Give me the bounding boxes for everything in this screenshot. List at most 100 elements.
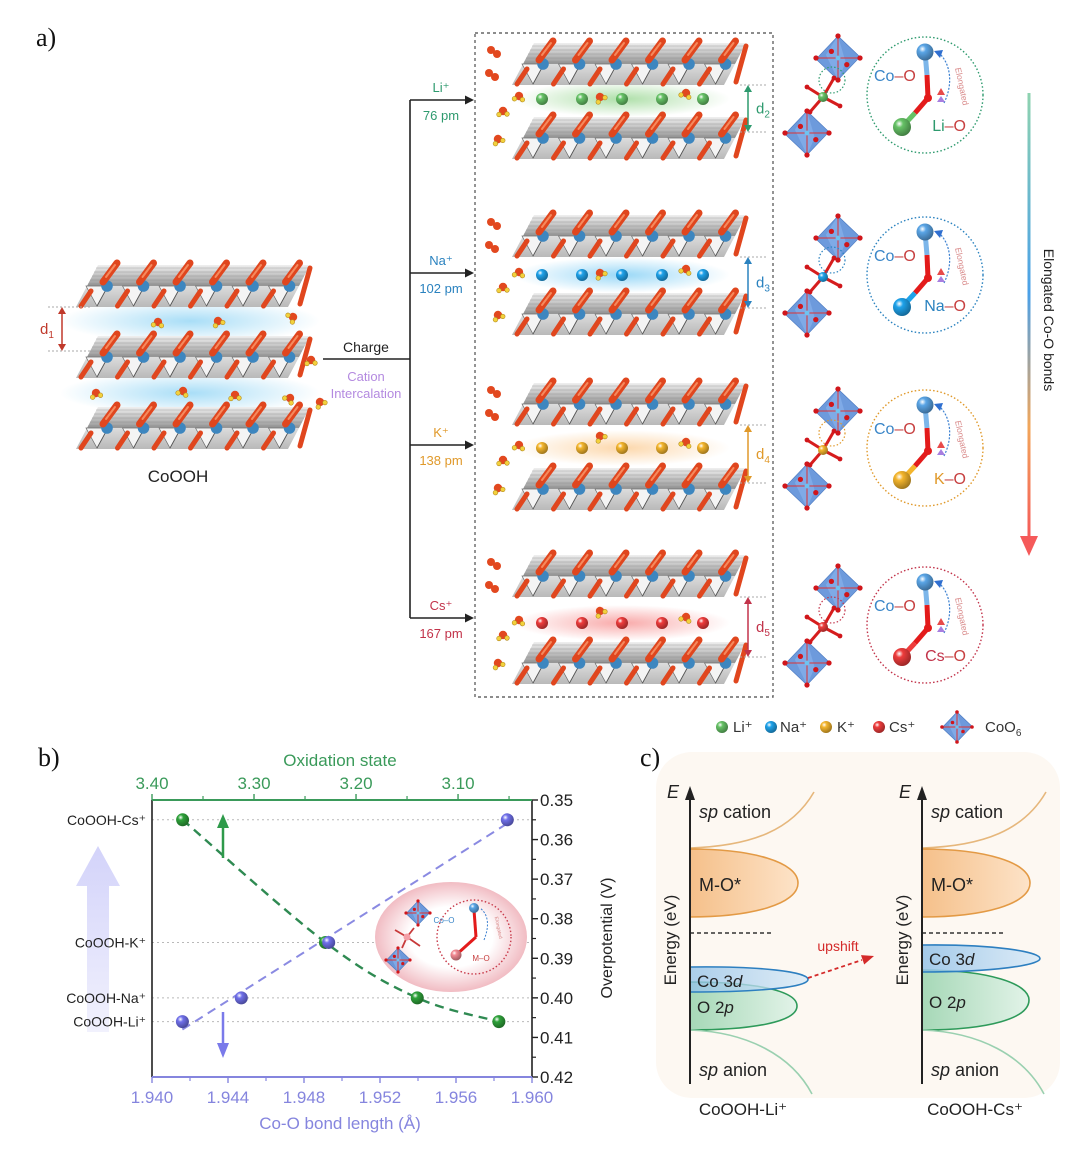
intercalated-cation bbox=[656, 617, 668, 629]
oxygen-atom bbox=[924, 94, 932, 102]
bottom-x-tick-label: 1.960 bbox=[511, 1088, 554, 1107]
sp-anion-band bbox=[921, 1029, 1045, 1095]
pristine-name: CoOOH bbox=[148, 467, 208, 486]
legend-label: K⁺ bbox=[837, 719, 855, 736]
panel-b: b) CoOOH-Cs⁺CoOOH-K⁺CoOOH-Na⁺CoOOH-Li⁺Co… bbox=[38, 743, 616, 1133]
panel-b-label: b) bbox=[38, 743, 60, 772]
intercalated-cation bbox=[697, 93, 709, 105]
sp-text: sp bbox=[699, 1060, 718, 1080]
cation-o-bond-label: Na–O bbox=[924, 298, 966, 315]
o2p-label: O 2p bbox=[697, 998, 734, 1017]
bond-highlight-circle bbox=[818, 596, 846, 624]
oxidation-state-trend-curve bbox=[181, 818, 500, 1023]
cation-symbol: Na⁺ bbox=[429, 253, 452, 268]
top-x-tick-label: 3.10 bbox=[441, 774, 474, 793]
interlayer-spacing-label: d1 bbox=[40, 321, 54, 341]
bottom-x-tick-label: 1.948 bbox=[283, 1088, 326, 1107]
water-molecule bbox=[595, 431, 608, 444]
sp-text: sp bbox=[931, 1060, 950, 1080]
cobalt-atom bbox=[916, 396, 934, 414]
cation-o-bond-label: Li–O bbox=[932, 118, 966, 135]
intercalated-cation bbox=[697, 269, 709, 281]
oxygen-atom bbox=[924, 274, 932, 282]
intercalated-cation bbox=[656, 269, 668, 281]
coooh-layer bbox=[512, 640, 746, 684]
bond-highlight-circle bbox=[818, 419, 846, 447]
o2p-orbital: p bbox=[955, 993, 965, 1012]
water-molecule bbox=[492, 483, 506, 496]
coordinated-cation bbox=[818, 622, 828, 632]
anion-text: anion bbox=[955, 1060, 999, 1080]
water-molecule bbox=[595, 92, 608, 105]
arrow-head-icon bbox=[937, 618, 945, 625]
mo-antibonding-band bbox=[921, 848, 1031, 918]
y-tick-label: 0.42 bbox=[540, 1068, 573, 1087]
cation-o-bond-label: K–O bbox=[934, 471, 966, 488]
legend: Li⁺Na⁺K⁺Cs⁺CoO6 bbox=[716, 710, 1022, 744]
intercalated-cation bbox=[576, 442, 588, 454]
cobalt-atom bbox=[916, 573, 934, 591]
water-molecule bbox=[595, 268, 608, 281]
cation-o-bond-label: Cs–O bbox=[925, 648, 966, 665]
arrow-head-icon bbox=[934, 403, 943, 411]
zoom-outline bbox=[866, 36, 984, 154]
spacing-symbol: d bbox=[756, 275, 764, 292]
mo-band-label: M-O* bbox=[931, 875, 973, 895]
intercalated-cation bbox=[697, 442, 709, 454]
trend-arrow-shaft bbox=[1027, 93, 1031, 538]
hydroxide-ion bbox=[485, 409, 499, 421]
cation-atom bbox=[893, 471, 911, 489]
o-text: –O bbox=[945, 648, 966, 665]
coooh-layer bbox=[512, 553, 746, 597]
spacing-subscript: 5 bbox=[764, 628, 770, 639]
legend-subscript: 6 bbox=[1016, 728, 1022, 739]
overpotential-chart: CoOOH-Cs⁺CoOOH-K⁺CoOOH-Na⁺CoOOH-Li⁺Co–OM… bbox=[66, 751, 616, 1133]
oxygen-atom bbox=[804, 264, 810, 270]
co-text: Co bbox=[874, 421, 895, 438]
o2p-band bbox=[921, 969, 1030, 1031]
intercalated-cation bbox=[656, 442, 668, 454]
interlayer-spacing-arrow bbox=[740, 424, 768, 484]
legend-swatch bbox=[716, 721, 728, 733]
hydroxide-ion bbox=[487, 558, 501, 570]
trend-label: Elongated Co-O bonds bbox=[1041, 249, 1057, 391]
zoom-outline bbox=[866, 389, 984, 507]
arrow-head-icon bbox=[934, 580, 943, 588]
cation-symbol: Cs⁺ bbox=[430, 598, 453, 613]
coordinated-cation bbox=[818, 272, 828, 282]
o-text: –O bbox=[945, 118, 966, 135]
coo6-octahedron-icon bbox=[782, 461, 832, 511]
sp-cation-band bbox=[921, 791, 1047, 849]
water-molecule bbox=[511, 615, 526, 627]
water-molecule bbox=[678, 612, 692, 624]
elongated-tag: Elongated bbox=[953, 420, 971, 460]
interlayer-spacing-arrow bbox=[740, 596, 768, 658]
intercalated-cation bbox=[536, 442, 548, 454]
bond-length-point bbox=[500, 813, 514, 827]
legend-coo-text: CoO bbox=[985, 719, 1016, 736]
water-molecule bbox=[511, 267, 526, 279]
water-molecule bbox=[496, 455, 510, 467]
legend-swatch bbox=[820, 721, 832, 733]
y-tick-label: 0.35 bbox=[540, 791, 573, 810]
interlayer-glow bbox=[60, 299, 320, 343]
arrow-head-icon bbox=[465, 440, 474, 450]
elongated-tag: Elongated bbox=[953, 67, 971, 107]
spacing-subscript: 1 bbox=[48, 330, 54, 341]
intercalated-structure: d5 bbox=[485, 553, 770, 684]
intercalated-cation bbox=[656, 93, 668, 105]
oxygen-atom bbox=[837, 283, 843, 289]
co3d-band bbox=[689, 966, 809, 993]
inset-m-o-label: M–O bbox=[472, 954, 489, 963]
cation-atom bbox=[893, 648, 911, 666]
inset-glow bbox=[375, 882, 527, 992]
oxygen-atom bbox=[837, 456, 843, 462]
y-tick-label: 0.41 bbox=[540, 1028, 573, 1047]
